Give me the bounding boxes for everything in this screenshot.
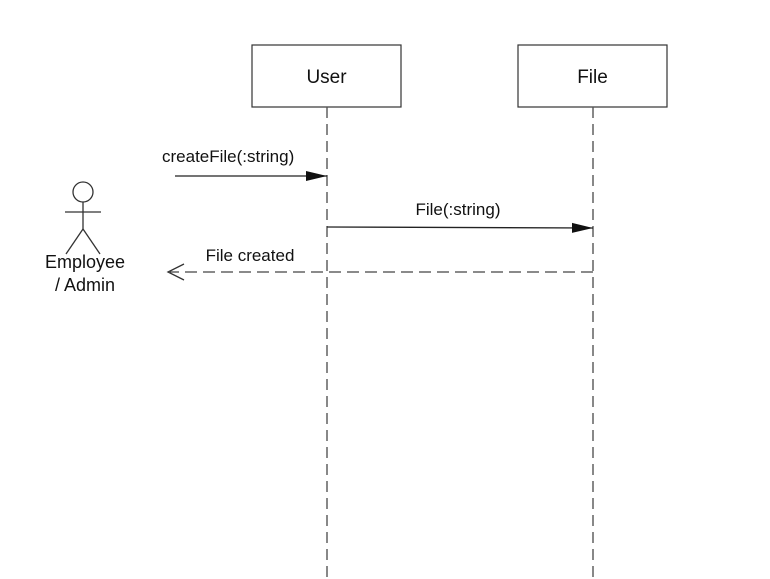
message-create-file[interactable]: createFile(:string) [162, 147, 327, 181]
message-file-constructor-arrow [326, 222, 594, 233]
lifeline-user-label: User [306, 67, 347, 88]
actor-employee-admin[interactable]: Employee / Admin [45, 181, 125, 295]
message-file-constructor[interactable]: File(:string) [326, 200, 594, 233]
lifeline-user-box[interactable] [251, 44, 402, 108]
lifeline-file[interactable]: File [517, 44, 668, 579]
lifeline-file-box[interactable] [517, 44, 668, 108]
open-arrowhead-icon [166, 263, 185, 281]
actor-label-line2: / Admin [55, 275, 115, 295]
actor-label-line1: Employee [45, 252, 125, 272]
lifeline-user[interactable]: User [251, 44, 402, 579]
actor-stick-figure-icon [65, 181, 101, 255]
message-create-file-label: createFile(:string) [162, 147, 294, 166]
message-file-created-return[interactable]: File created [166, 246, 593, 281]
message-file-created-label: File created [206, 246, 295, 265]
lifeline-file-label: File [577, 67, 608, 88]
message-file-constructor-label: File(:string) [415, 200, 500, 219]
